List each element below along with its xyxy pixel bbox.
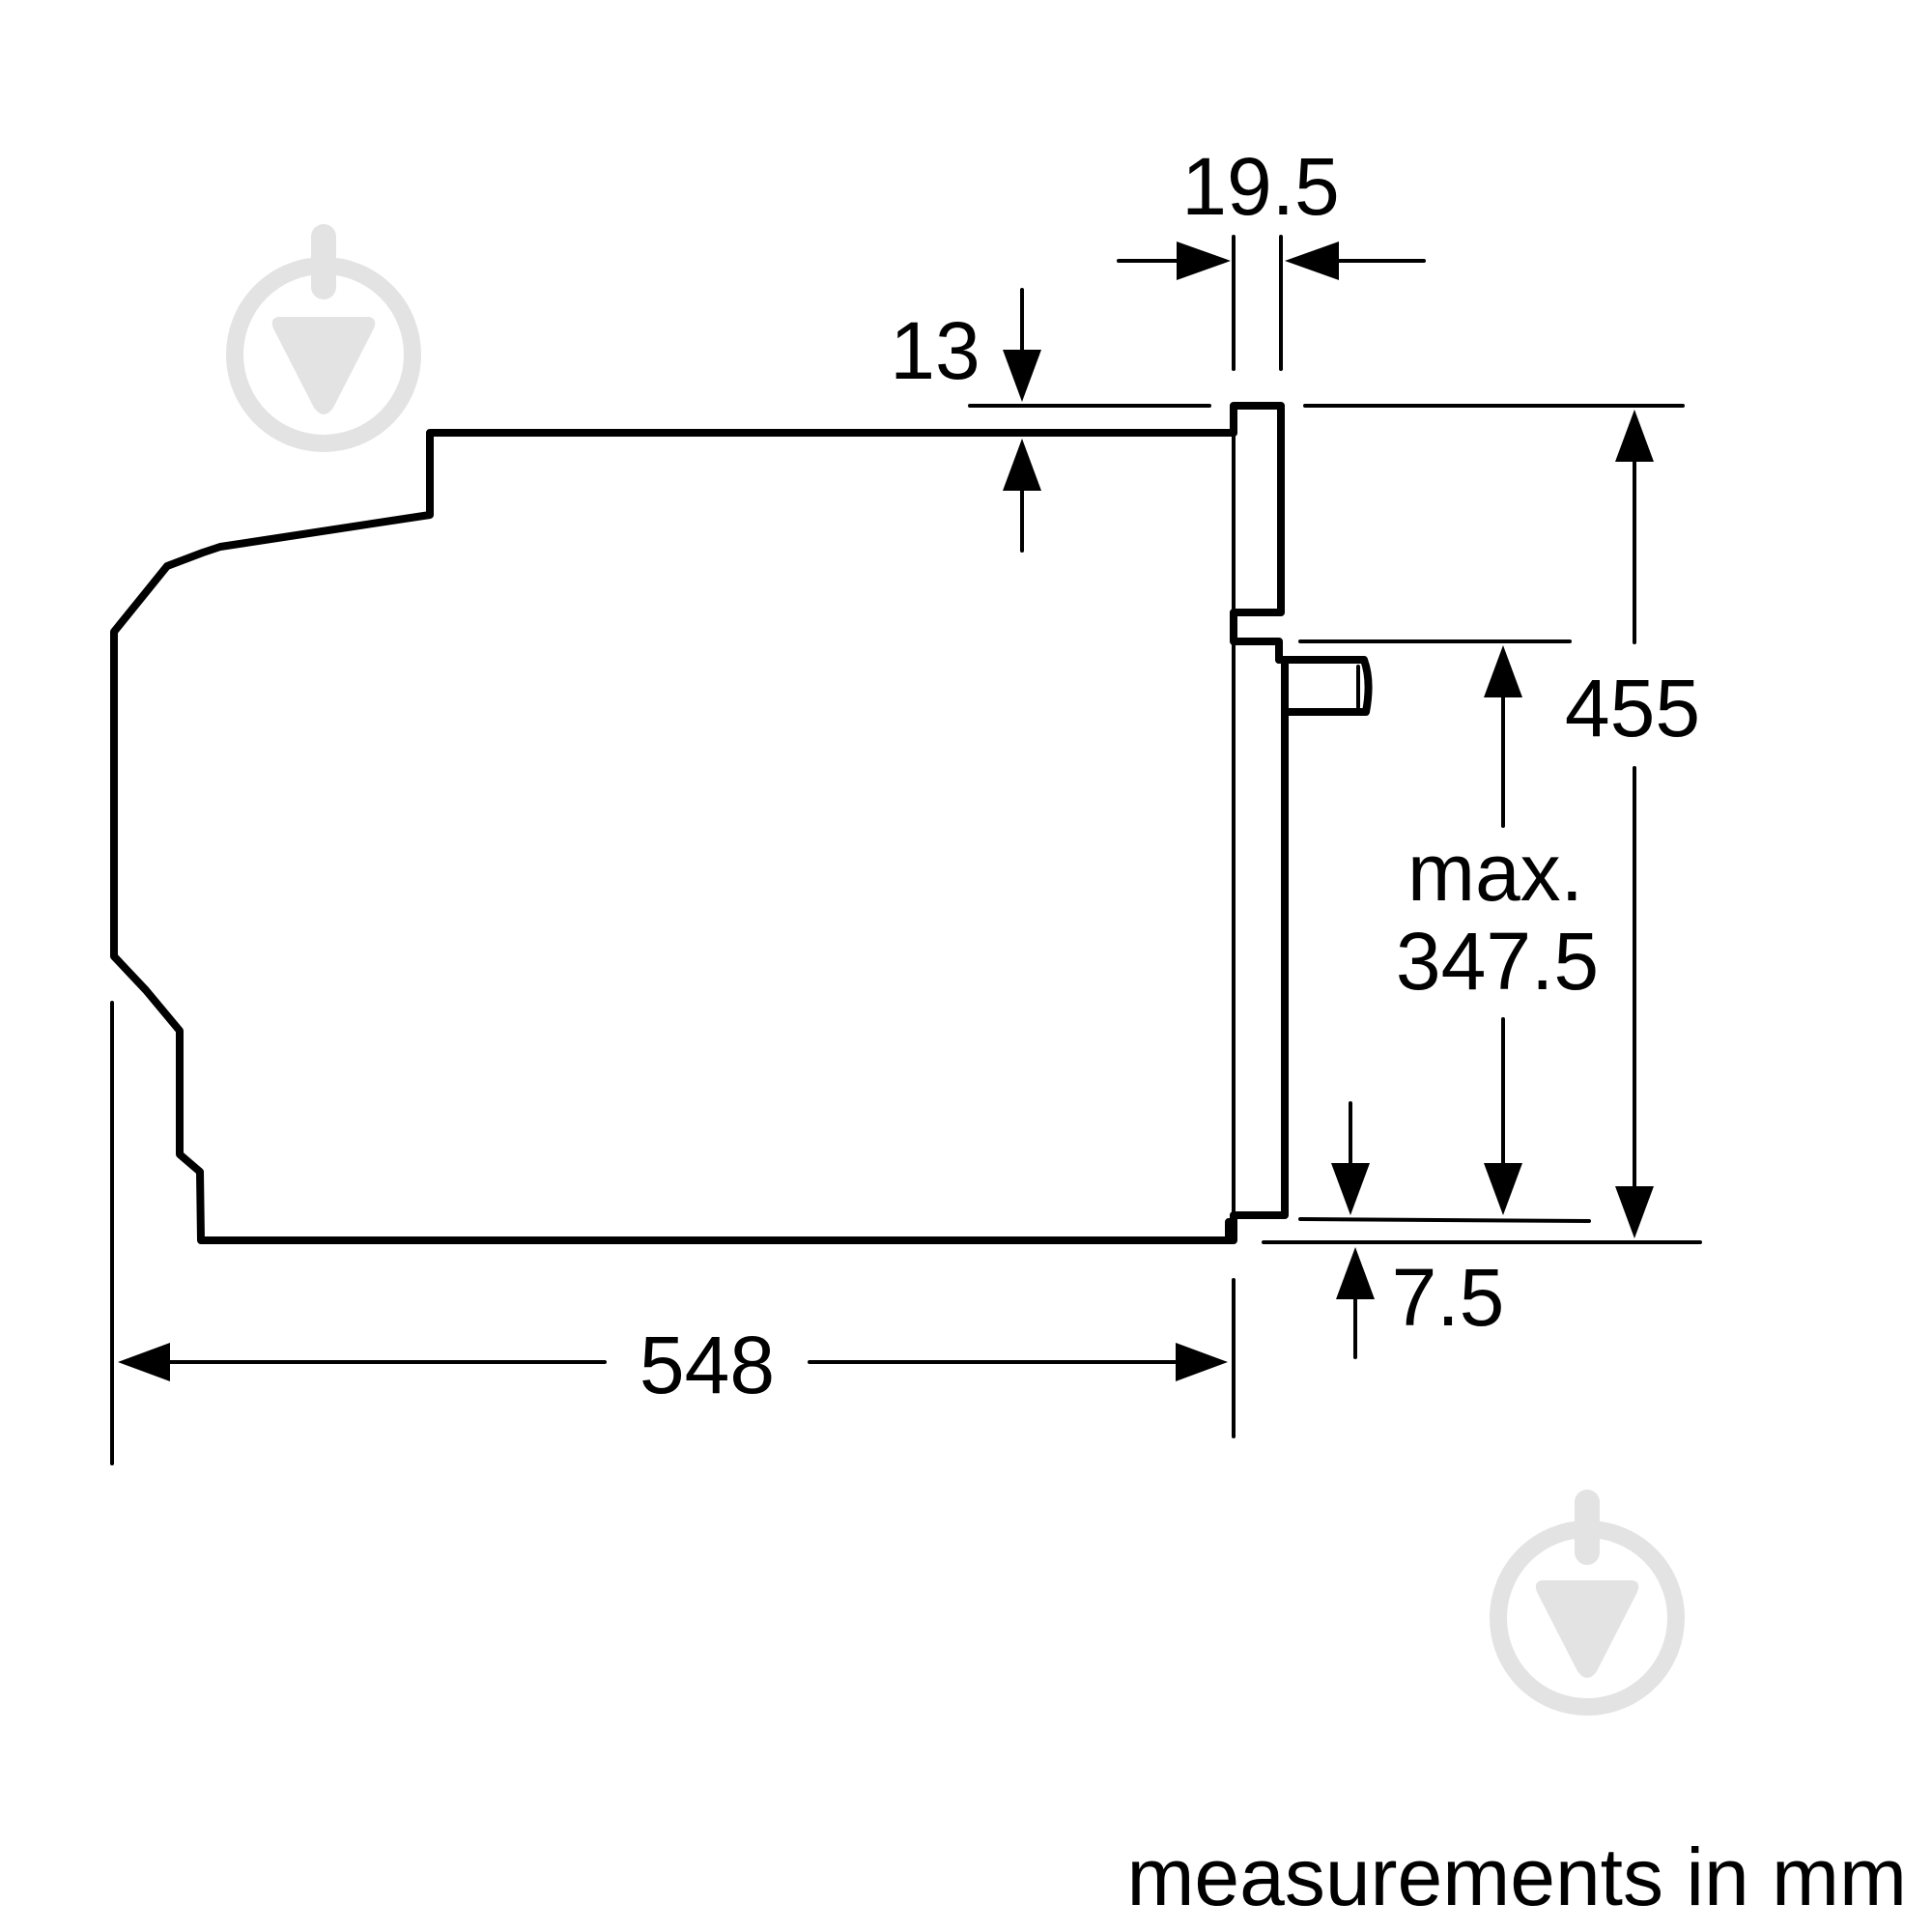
dimension-455: 455 <box>1262 404 1702 1244</box>
handle-outline <box>1275 656 1373 716</box>
dimension-max-label: max. <box>1407 827 1583 918</box>
dimension-7-5: 7.5 <box>1331 1101 1505 1359</box>
units-caption: measurements in mm <box>1126 1832 1907 1922</box>
dimension-548-label: 548 <box>639 1320 775 1410</box>
dimension-347-5-label: 347.5 <box>1396 916 1599 1007</box>
dimension-13: 13 <box>890 288 1211 553</box>
dimension-455-label: 455 <box>1565 663 1700 753</box>
watermark-download-icon-top <box>226 224 421 452</box>
dimension-19-5: 19.5 <box>1117 141 1426 371</box>
dimension-19-5-label: 19.5 <box>1181 141 1340 232</box>
dimension-7-5-label: 7.5 <box>1392 1252 1505 1343</box>
dimension-13-label: 13 <box>890 305 980 396</box>
dimension-max-347-5: max. 347.5 <box>1298 639 1599 1223</box>
dimension-548: 548 <box>110 1001 1236 1465</box>
front-panel-outline <box>1230 402 1289 1226</box>
watermark-download-icon-bottom <box>1490 1490 1685 1716</box>
appliance-body-outline <box>110 429 1237 1244</box>
